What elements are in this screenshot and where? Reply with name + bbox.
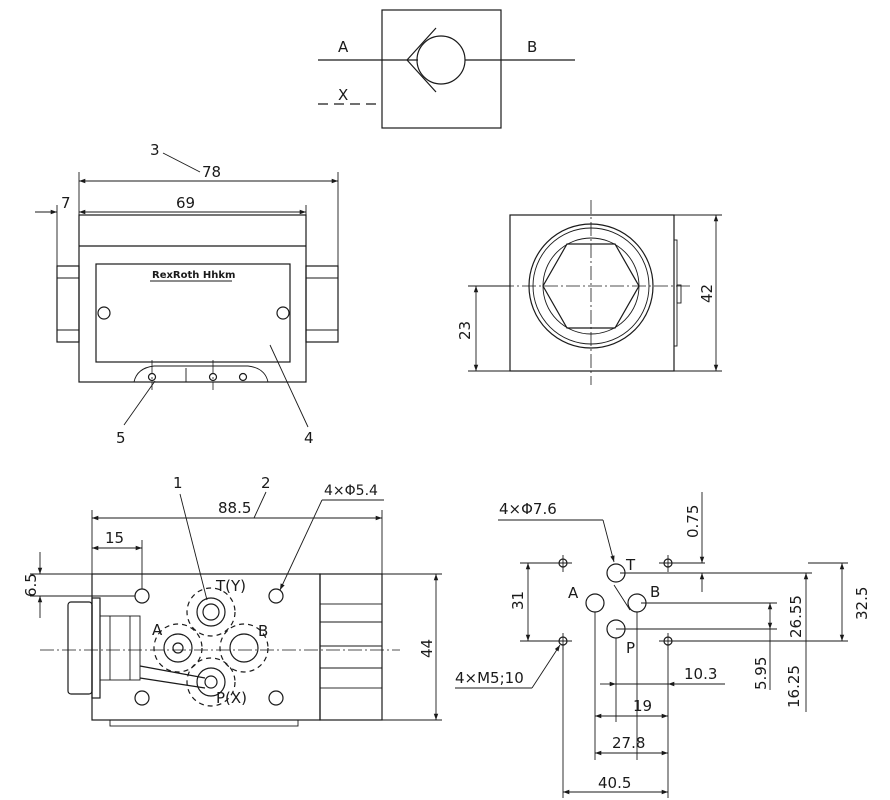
pattern-dim-405: 40.5 xyxy=(598,774,631,792)
bottom-port-a: A xyxy=(152,621,163,639)
pattern-port-p: P xyxy=(626,639,635,657)
pattern-dim-103: 10.3 xyxy=(684,665,717,683)
callout-5: 5 xyxy=(116,429,126,447)
pattern-dim-2655: 26.55 xyxy=(787,595,805,638)
dim-overall-length: 78 xyxy=(202,163,221,181)
pattern-dim-325: 32.5 xyxy=(853,587,871,620)
bottom-dim-height: 44 xyxy=(418,639,436,658)
front-view: RexRoth Hhkm 78 3 69 7 4 5 xyxy=(35,141,339,447)
mounting-pattern: T A B P 0.75 26.55 32.5 5.95 16.25 31 xyxy=(455,492,871,798)
pattern-port-a: A xyxy=(568,584,579,602)
pattern-port-spec: 4×Φ7.6 xyxy=(499,500,557,518)
callout-4: 4 xyxy=(304,429,314,447)
callout-3: 3 xyxy=(150,141,160,159)
pattern-thread-spec: 4×M5;10 xyxy=(455,669,524,687)
pattern-port-t: T xyxy=(625,556,636,574)
bottom-dim-top-offset: 6.5 xyxy=(22,573,40,597)
side-dim-center: 23 xyxy=(456,321,474,340)
bottom-hole-spec: 4×Φ5.4 xyxy=(324,483,378,499)
symbol-port-b: B xyxy=(527,38,537,56)
bottom-dim-hole-offset: 15 xyxy=(105,529,124,547)
bottom-view: T(Y) A B P(X) 88.5 15 6.5 44 1 2 4×Φ5.4 xyxy=(22,474,442,727)
symbol-port-a: A xyxy=(338,38,349,56)
bottom-dim-length: 88.5 xyxy=(218,499,251,517)
bottom-port-p: P(X) xyxy=(216,689,247,707)
side-view: 42 23 xyxy=(456,200,722,385)
bottom-port-t: T(Y) xyxy=(215,577,246,595)
symbol-port-x: X xyxy=(338,86,348,104)
manufacturer-logo: RexRoth Hhkm xyxy=(152,270,235,281)
bottom-port-b: B xyxy=(258,622,268,640)
callout-2: 2 xyxy=(261,474,271,492)
pattern-dim-278: 27.8 xyxy=(612,734,645,752)
dim-body-length: 69 xyxy=(176,194,195,212)
side-dim-height: 42 xyxy=(698,284,716,303)
check-valve-symbol: A B X xyxy=(318,9,575,129)
pattern-dim-595: 5.95 xyxy=(752,657,770,690)
pattern-dim-075: 0.75 xyxy=(684,505,702,538)
pattern-port-b: B xyxy=(650,583,660,601)
pattern-dim-1625: 16.25 xyxy=(785,665,803,708)
dim-offset: 7 xyxy=(61,194,71,212)
callout-1: 1 xyxy=(173,474,183,492)
pattern-dim-31: 31 xyxy=(509,591,527,610)
pattern-dim-19: 19 xyxy=(633,697,652,715)
